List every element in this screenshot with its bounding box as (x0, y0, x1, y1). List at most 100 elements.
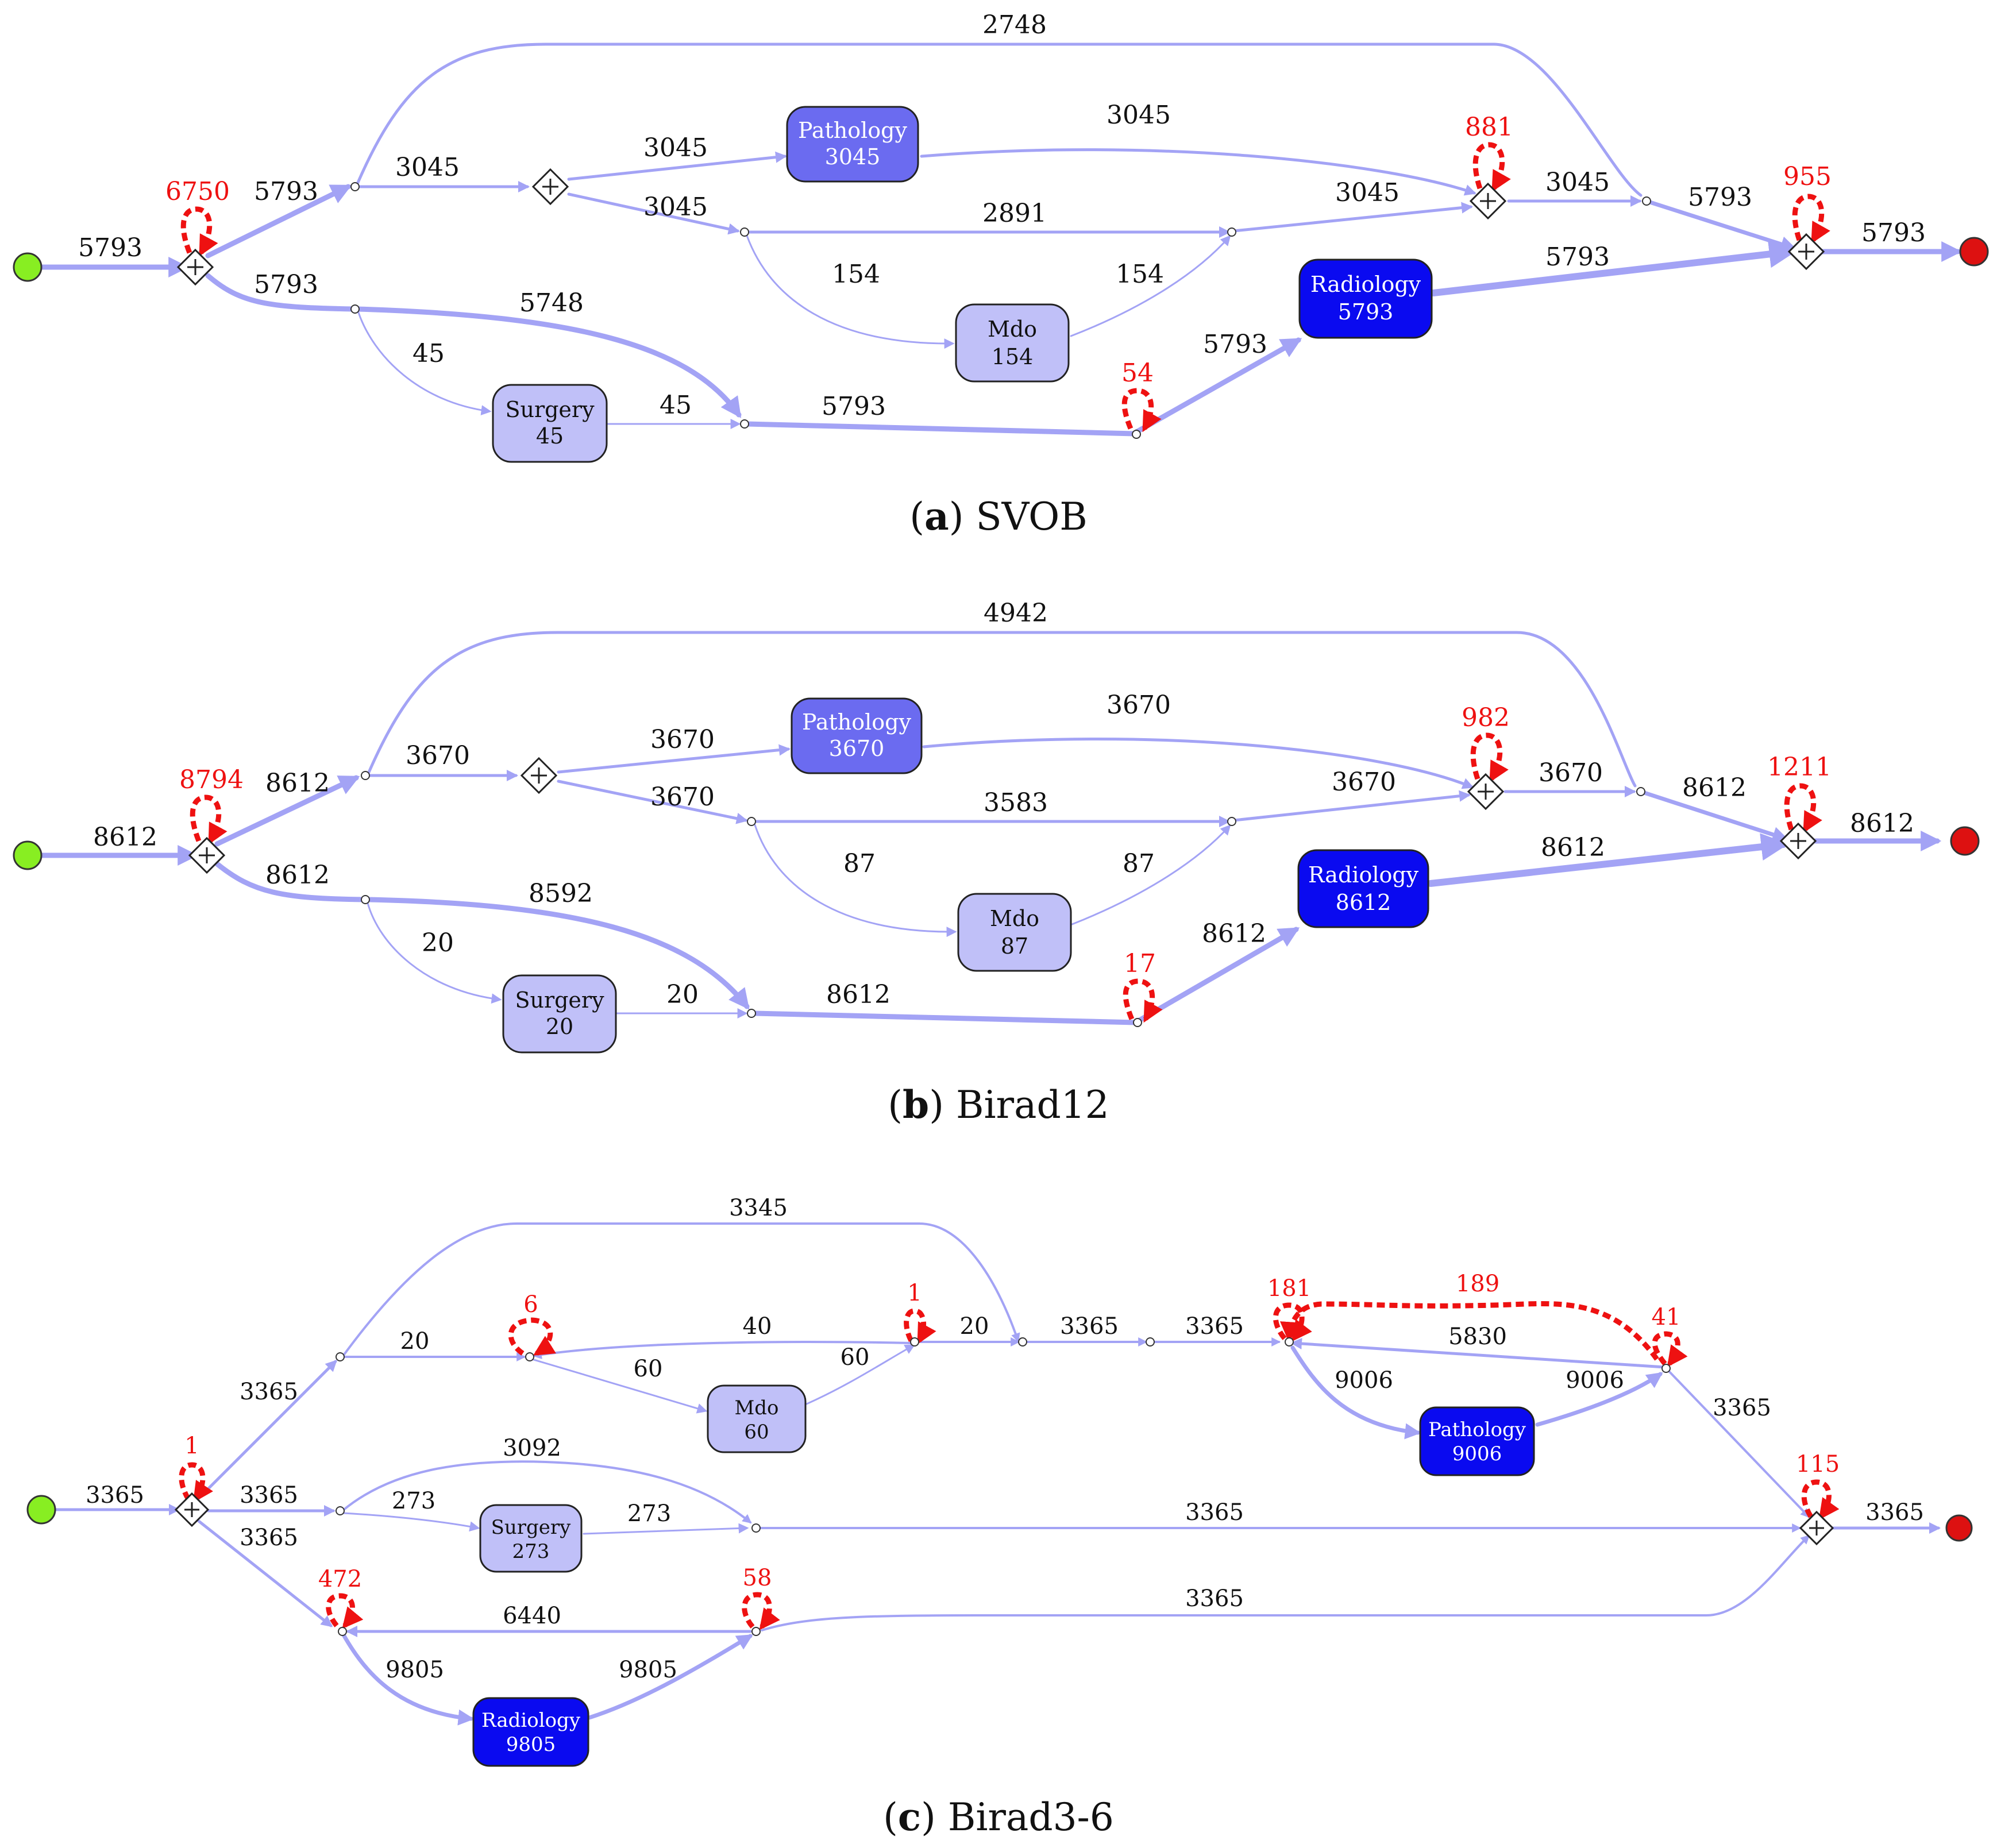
edges-a (38, 43, 1963, 437)
loop-label: 181 (1267, 1275, 1311, 1302)
activity-name: Surgery (515, 987, 604, 1013)
edge-label: 3365 (240, 1379, 298, 1405)
nodes-c: Mdo 60 Pathology 9006 Surgery 273 Radiol… (26, 1337, 1973, 1767)
junction-point (1146, 1337, 1155, 1347)
edge-label: 3365 (1185, 1313, 1244, 1340)
caption-b: (b) Birad12 (888, 1082, 1109, 1127)
activity-count: 8612 (1336, 890, 1391, 915)
loop-label: 1211 (1767, 753, 1832, 782)
edge-label: 8612 (93, 823, 157, 852)
start-event (13, 252, 43, 282)
activity-radiology: Radiology 9805 (472, 1697, 589, 1767)
parallel-gateway (1787, 233, 1825, 271)
edge-label: 9006 (1335, 1367, 1393, 1394)
edge-label: 154 (1116, 260, 1164, 289)
activity-name: Mdo (990, 906, 1039, 931)
activity-name: Pathology (802, 709, 911, 735)
junction-point (361, 895, 370, 904)
edge-label: 40 (743, 1313, 772, 1340)
junction-point (1133, 1018, 1142, 1027)
loop-label: 54 (1121, 358, 1154, 388)
loop-label: 17 (1124, 949, 1156, 978)
loop-label: 6750 (165, 177, 230, 206)
loop-label: 955 (1783, 162, 1832, 191)
end-event (1959, 237, 1989, 267)
activity-name: Mdo (988, 317, 1037, 342)
edge-label: 60 (634, 1356, 663, 1382)
junction-point (1018, 1337, 1027, 1347)
edge-label: 45 (660, 391, 692, 420)
edge-label: 9805 (385, 1657, 444, 1683)
junction-point (1227, 817, 1236, 826)
parallel-gateway (520, 757, 558, 794)
edge-label: 3670 (1539, 758, 1603, 788)
junction-point (1661, 1364, 1671, 1373)
loop-label: 1 (907, 1280, 922, 1306)
activity-name: Pathology (798, 118, 907, 143)
activity-pathology: Pathology 9006 (1419, 1406, 1535, 1476)
activity-name: Radiology (1308, 862, 1419, 888)
activity-name: Radiology (481, 1709, 581, 1732)
loop-label: 1 (184, 1433, 199, 1459)
edge-label: 20 (960, 1313, 989, 1340)
edge-label: 60 (841, 1344, 870, 1371)
edge-label: 3365 (1060, 1313, 1119, 1340)
loop-labels-a: 6750 881 54 955 (165, 113, 1832, 388)
activity-count: 45 (536, 423, 564, 449)
junction-point (525, 1352, 534, 1361)
edge-labels-c: 3365 3365 3365 3365 3345 20 40 60 60 20 … (86, 1195, 1924, 1683)
junction-point (336, 1506, 345, 1515)
loop-labels-c: 1 6 1 181 189 41 115 472 58 (184, 1271, 1840, 1592)
edges-c (53, 1222, 1941, 1726)
edge-label: 3365 (86, 1482, 144, 1509)
edge-label: 5830 (1448, 1324, 1507, 1350)
activity-mdo: Mdo 60 (707, 1384, 807, 1453)
activity-pathology: Pathology 3670 (791, 697, 923, 774)
activity-name: Surgery (505, 397, 595, 422)
activity-name: Pathology (1428, 1418, 1526, 1441)
edge-label: 3045 (395, 153, 460, 182)
edge-label: 8612 (1541, 833, 1605, 862)
edge-label: 3670 (1107, 690, 1171, 720)
edge-label: 154 (832, 260, 880, 289)
junction-point (1285, 1337, 1294, 1347)
junction-point (350, 182, 360, 191)
parallel-gateway (1467, 773, 1505, 811)
loop-label: 881 (1465, 113, 1513, 142)
edge-label: 3670 (406, 741, 470, 770)
loops-a (180, 142, 1830, 433)
edge-label: 87 (1123, 849, 1155, 878)
activity-count: 9805 (506, 1733, 556, 1756)
activity-surgery: Surgery 45 (492, 384, 608, 463)
activity-count: 5793 (1338, 299, 1394, 325)
edge-label: 8612 (1682, 773, 1747, 803)
nodes-b: Pathology 3670 Mdo 87 Surgery 20 Radiolo… (13, 697, 1980, 1054)
edge-label: 3092 (503, 1435, 561, 1461)
activity-count: 3670 (829, 736, 885, 761)
junction-point (338, 1627, 347, 1636)
junction-point (1132, 430, 1141, 439)
junction-point (1642, 196, 1651, 206)
edge-label: 3045 (1545, 168, 1610, 197)
junction-point (740, 419, 749, 429)
edge-label: 3045 (643, 192, 708, 222)
edge-label: 5793 (78, 233, 142, 263)
parallel-gateway (174, 1492, 210, 1527)
edge-label: 3365 (1713, 1395, 1771, 1421)
activity-mdo: Mdo 87 (957, 893, 1072, 972)
edge-label: 3345 (729, 1195, 788, 1221)
edge-label: 5793 (1861, 218, 1926, 248)
caption-c: (c) Birad3-6 (883, 1795, 1114, 1839)
activity-name: Radiology (1310, 272, 1421, 297)
loops-b (190, 732, 1822, 1023)
activity-surgery: Surgery 273 (479, 1504, 583, 1573)
edge-label: 20 (400, 1328, 430, 1355)
edge-label: 3670 (1332, 767, 1396, 797)
activity-count: 60 (744, 1421, 769, 1444)
loop-label: 115 (1796, 1451, 1840, 1477)
edge-label: 5793 (254, 177, 318, 206)
edge-label: 20 (422, 928, 454, 958)
junction-point (747, 817, 756, 826)
activity-pathology: Pathology 3045 (786, 106, 919, 183)
